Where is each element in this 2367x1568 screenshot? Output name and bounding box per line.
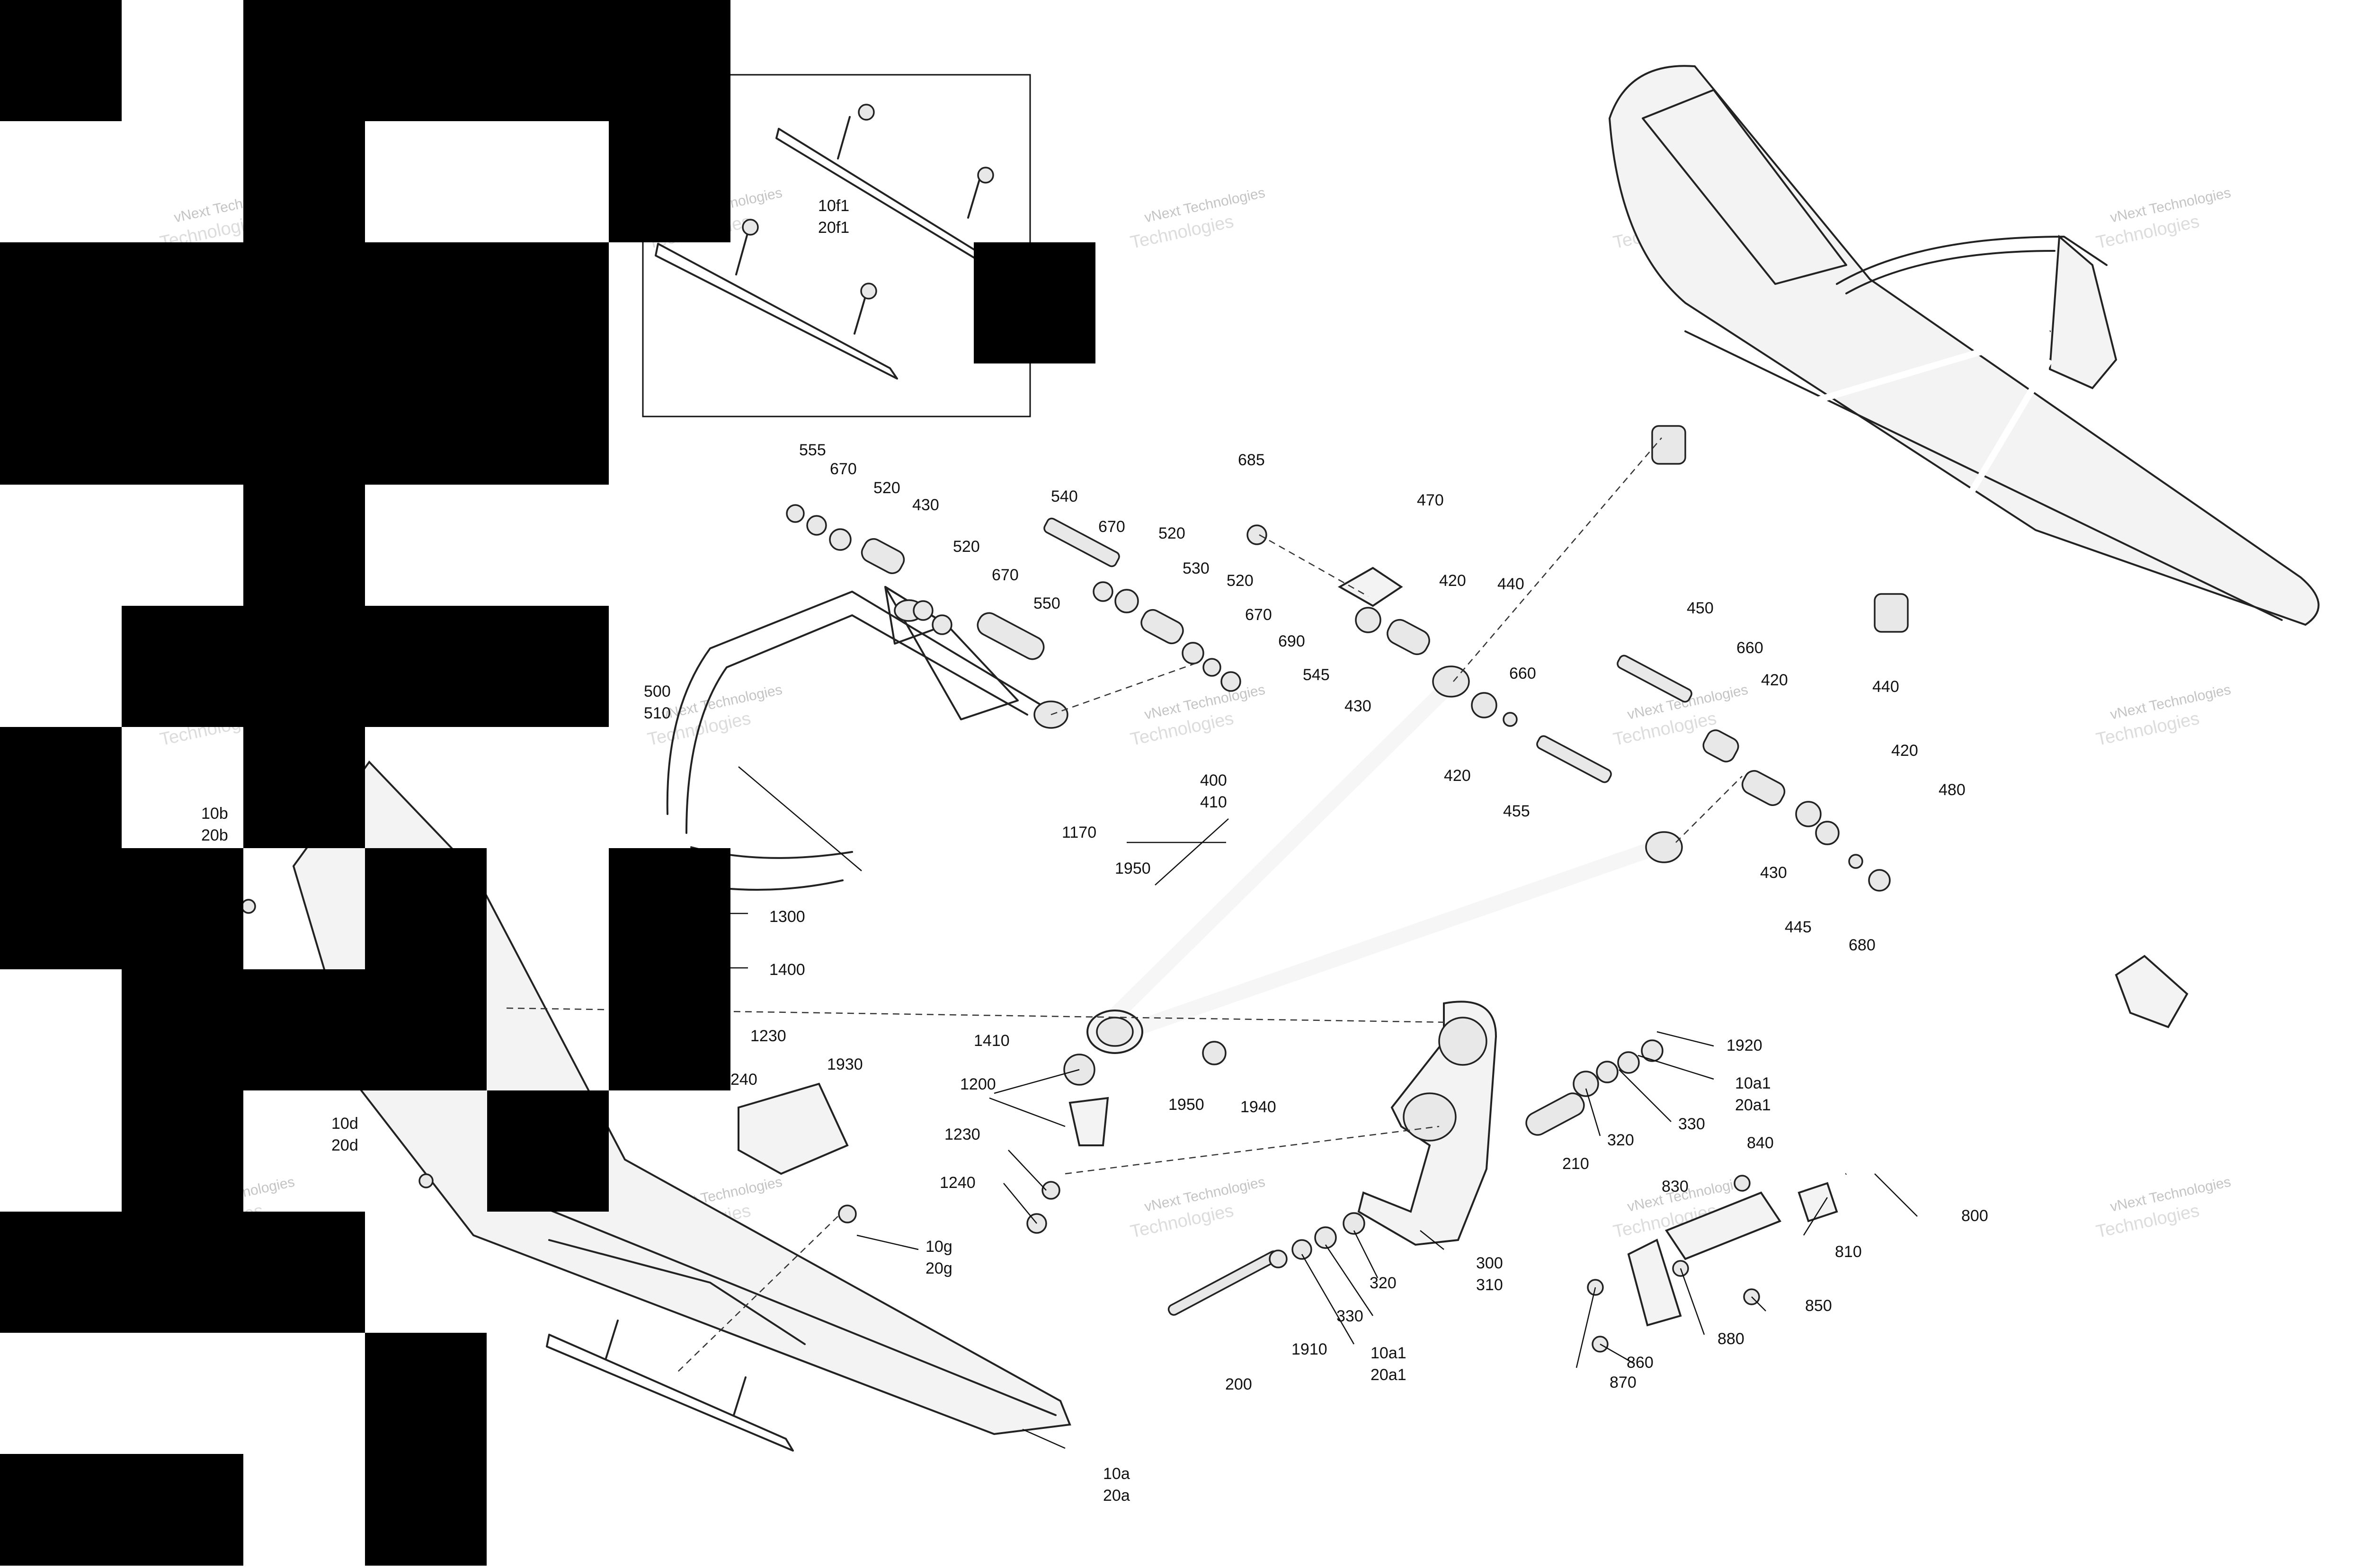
runner-upper <box>775 128 981 262</box>
callout-320: 320 <box>1607 1131 1634 1149</box>
callout-1200: 1200 <box>960 1075 996 1093</box>
callout-1230: 1230 <box>750 1027 786 1045</box>
callout-1400: 1400 <box>769 961 805 979</box>
callout-200: 200 <box>1225 1375 1252 1393</box>
callout-670: 670 <box>1245 606 1272 624</box>
callout-240: 240 <box>730 1071 757 1089</box>
steering-rod <box>1797 955 2189 1223</box>
callout-445: 445 <box>1785 918 1812 936</box>
callout-670: 670 <box>1098 518 1125 536</box>
callout-880: 880 <box>1717 1330 1744 1348</box>
callout-555: 555 <box>799 441 826 459</box>
callout-430: 430 <box>1344 697 1371 715</box>
callout-860: 860 <box>1627 1354 1654 1372</box>
callout-450: 450 <box>1687 599 1714 617</box>
callout-680: 680 <box>1849 936 1876 954</box>
callout-430: 430 <box>1760 864 1787 882</box>
callout-1950: 1950 <box>1168 1096 1204 1114</box>
nut-icon <box>860 283 877 300</box>
callout-430: 430 <box>912 496 939 514</box>
callout-420: 420 <box>1891 742 1918 760</box>
callout-550: 550 <box>1033 594 1060 612</box>
callout-830: 830 <box>1662 1178 1689 1196</box>
callout-520: 520 <box>873 479 900 497</box>
callout-850: 850 <box>1805 1297 1832 1315</box>
callout-1240: 1240 <box>940 1174 976 1192</box>
callout-480: 480 <box>1939 781 1966 799</box>
alignment-lines <box>506 437 1743 1373</box>
callout-330: 330 <box>1678 1115 1705 1133</box>
spindle <box>1357 1001 1497 1246</box>
callout-660: 660 <box>1736 639 1763 657</box>
ski-assembly-right <box>1608 65 2320 633</box>
callout-420: 420 <box>1439 572 1466 590</box>
callout-685: 685 <box>1238 451 1265 469</box>
callout-1230: 1230 <box>944 1125 980 1143</box>
callout-210: 210 <box>1562 1155 1589 1173</box>
callout-1410: 1410 <box>974 1032 1010 1050</box>
callout-520: 520 <box>1227 572 1254 590</box>
callout-670: 670 <box>992 566 1019 584</box>
nut-icon <box>977 167 994 184</box>
callout-840: 840 <box>1747 1134 1774 1152</box>
callout-530: 530 <box>1183 559 1210 577</box>
callout-810: 810 <box>1835 1243 1862 1261</box>
ski-assembly-left <box>292 760 1071 1452</box>
lower-a-arm <box>1086 665 1683 1054</box>
callout-440: 440 <box>1497 575 1524 593</box>
callout-1920: 1920 <box>1726 1036 1762 1054</box>
leader-lines <box>677 766 1918 1449</box>
callout-420: 420 <box>1444 767 1471 785</box>
callout-440: 440 <box>1872 678 1899 696</box>
callout-470: 470 <box>1417 491 1444 509</box>
redaction-blocks <box>0 0 1095 1566</box>
callout-540: 540 <box>1051 487 1078 505</box>
callout-455: 455 <box>1503 802 1530 820</box>
callout-1940: 1940 <box>1240 1098 1276 1116</box>
callout-520: 520 <box>1158 524 1185 542</box>
callout-320: 320 <box>1370 1274 1397 1292</box>
callout-520: 520 <box>953 538 980 556</box>
hardware <box>241 504 1891 1353</box>
callout-1930: 1930 <box>827 1055 863 1073</box>
nut-icon <box>858 104 875 121</box>
callout-1910: 1910 <box>1291 1340 1327 1358</box>
callout-1300: 1300 <box>769 908 805 926</box>
callout-1170: 1170 <box>1062 824 1096 842</box>
callout-870: 870 <box>1610 1373 1637 1391</box>
callout-660: 660 <box>1509 664 1536 682</box>
nut-icon <box>742 219 759 236</box>
callout-670: 670 <box>830 460 857 478</box>
callout-800: 800 <box>1961 1207 1988 1225</box>
callout-1950: 1950 <box>1115 859 1151 877</box>
callout-420: 420 <box>1761 671 1788 689</box>
callout-690: 690 <box>1278 632 1305 650</box>
callout-545: 545 <box>1303 666 1330 684</box>
runner-lower <box>655 243 898 380</box>
callout-330: 330 <box>1336 1307 1363 1325</box>
